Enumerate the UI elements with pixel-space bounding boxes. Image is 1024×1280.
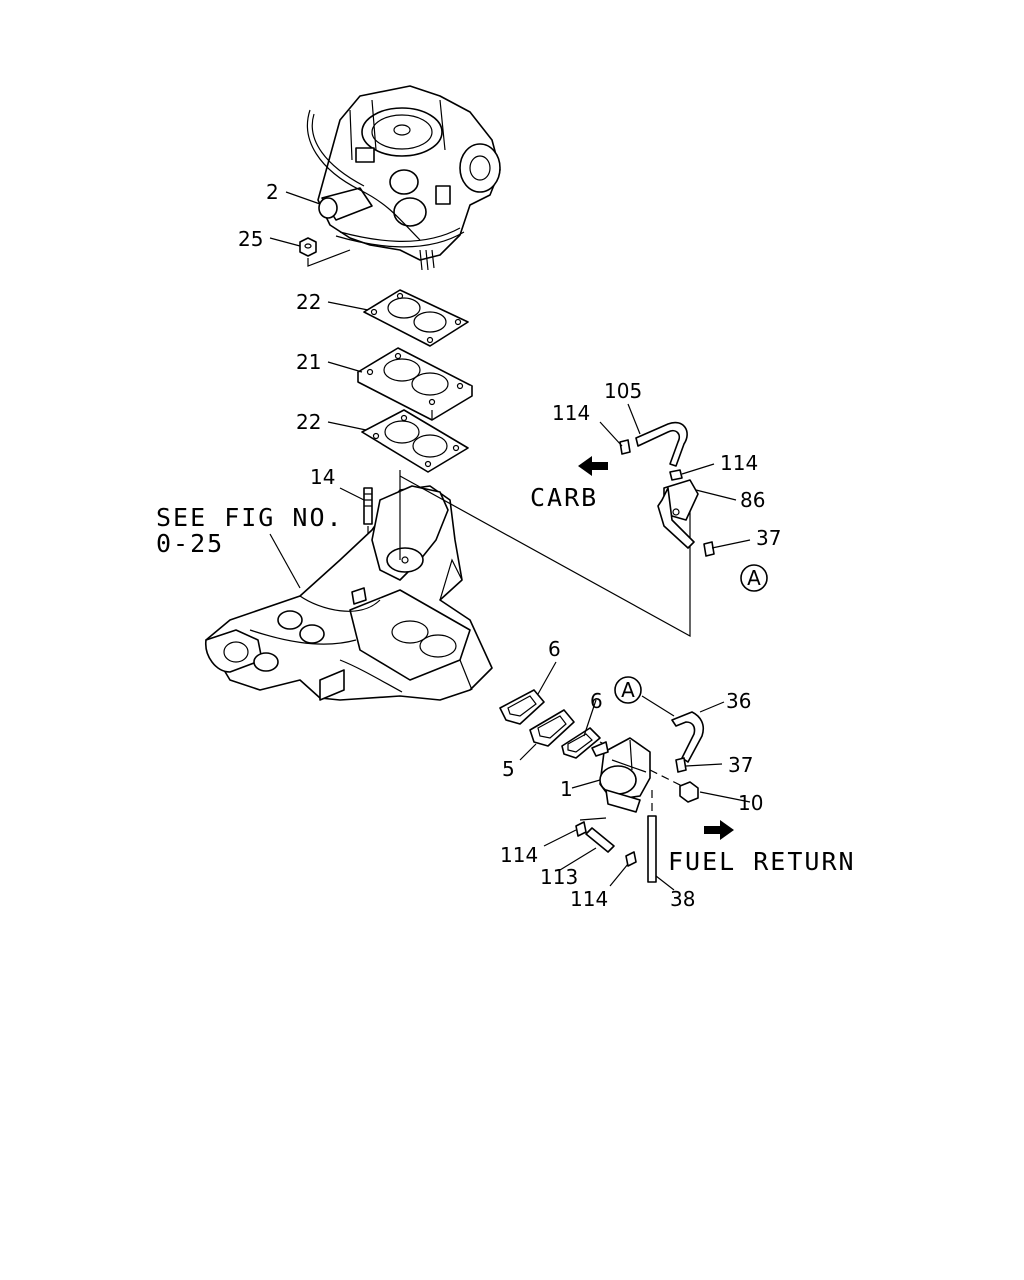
clamp-37-b (675, 757, 687, 773)
nut-25 (299, 237, 317, 257)
callout-113: 113 (540, 865, 578, 889)
fuel-return-note: FUEL RETURN (668, 847, 856, 876)
callout-14: 14 (310, 465, 335, 489)
clamp-114-b (669, 469, 683, 481)
callout-leaders (269, 191, 751, 891)
hose-38 (647, 815, 657, 883)
clamp-114-d (625, 851, 637, 867)
ref-a-lower-label: A (621, 678, 635, 702)
fuel-pump-1 (591, 737, 651, 813)
callout-2: 2 (266, 180, 279, 204)
clamp-114-a (619, 439, 631, 455)
callout-5: 5 (502, 757, 515, 781)
callout-1: 1 (560, 777, 573, 801)
nut-10 (679, 781, 699, 803)
bracket-86 (657, 479, 699, 549)
callout-114-d: 114 (570, 887, 608, 911)
carburetor (306, 85, 501, 271)
callout-25: 25 (238, 227, 263, 251)
see-fig-note-line1: SEE FIG NO. (156, 503, 344, 532)
hose-105 (635, 421, 688, 467)
fuel-return-arrow (704, 820, 734, 840)
spacer-5 (529, 709, 575, 747)
carb-note: CARB (530, 483, 598, 512)
gasket-6-a (499, 689, 545, 725)
callout-114-a: 114 (552, 401, 590, 425)
callout-22-upper: 22 (296, 290, 321, 314)
callout-6-b: 6 (590, 689, 603, 713)
gasket-22-lower (361, 409, 469, 473)
hose-113 (585, 827, 615, 853)
hose-36 (671, 711, 705, 763)
callout-36: 36 (726, 689, 751, 713)
callout-37-a: 37 (756, 526, 781, 550)
insulator-21 (357, 347, 473, 421)
see-fig-note-line2: 0-25 (156, 529, 224, 558)
clamp-37-a (703, 541, 715, 557)
gasket-22-upper (363, 289, 469, 347)
callout-22-lower: 22 (296, 410, 321, 434)
callout-114-b: 114 (720, 451, 758, 475)
ref-a-upper-label: A (747, 566, 761, 590)
clamp-114-c (575, 821, 587, 837)
callout-10: 10 (738, 791, 763, 815)
carb-arrow (578, 456, 608, 476)
callout-114-c: 114 (500, 843, 538, 867)
callout-6-a: 6 (548, 637, 561, 661)
stud-14 (363, 487, 373, 525)
ref-circle-a-lower: A (614, 676, 642, 704)
callout-86: 86 (740, 488, 765, 512)
callout-37-b: 37 (728, 753, 753, 777)
callout-38: 38 (670, 887, 695, 911)
callout-105: 105 (604, 379, 642, 403)
ref-circle-a-upper: A (740, 564, 768, 592)
intake-manifold (205, 485, 493, 701)
callout-21: 21 (296, 350, 321, 374)
